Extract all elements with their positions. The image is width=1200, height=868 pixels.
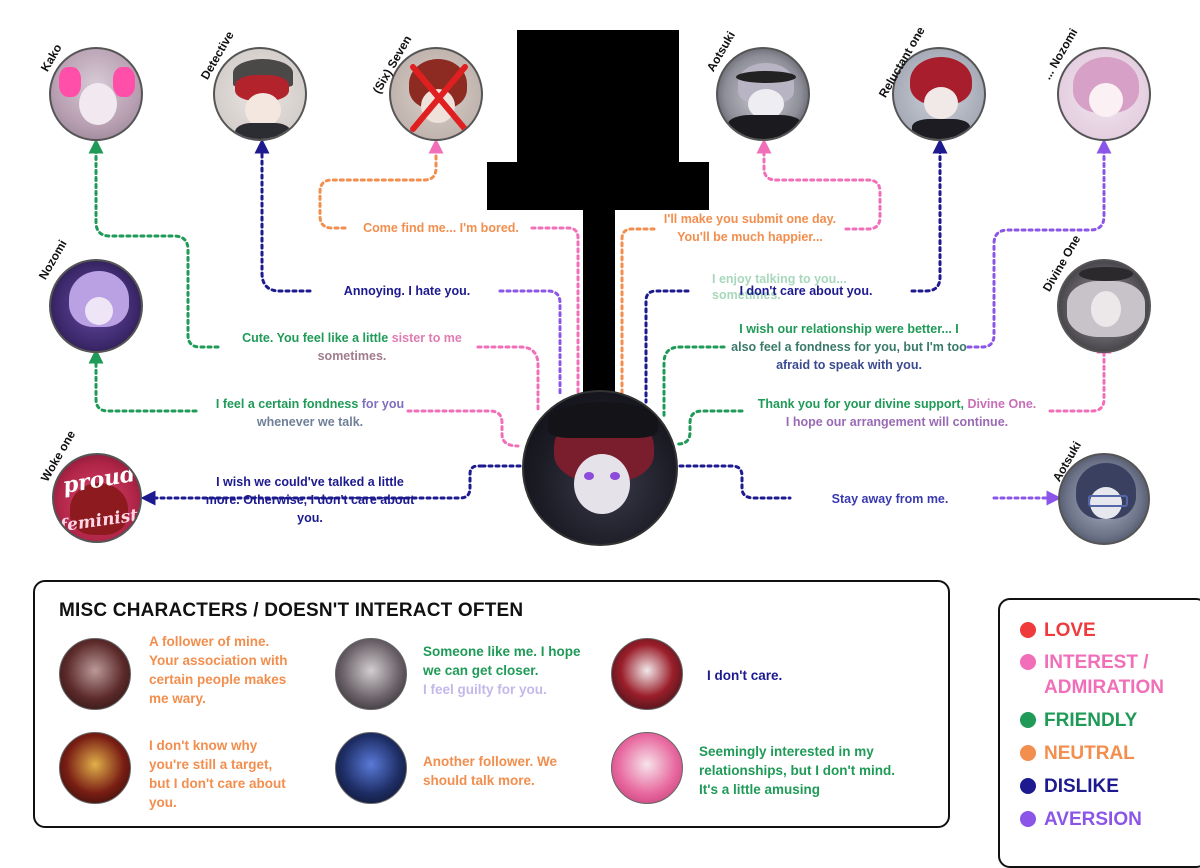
misc-text-3: I don't care. — [707, 668, 783, 683]
misc-avatar-6 — [611, 732, 683, 804]
msg-kako: Cute. You feel like a little sister to m… — [242, 331, 462, 363]
legend-love-dot — [1020, 622, 1036, 638]
center-line-kako — [476, 345, 540, 412]
line-detective — [254, 138, 312, 293]
line-nozomi-left — [88, 348, 198, 413]
misc-text-1: A follower of mine.Your association with… — [149, 634, 288, 706]
msg-nozomi-left: I feel a certain fondness for you whenev… — [215, 397, 405, 429]
center-line-detective — [498, 289, 562, 398]
red-x-icon — [410, 64, 468, 132]
line-aotsuki-top — [756, 138, 882, 231]
woke-avatar: proud feminist — [52, 453, 142, 543]
nozomi-left-avatar — [49, 259, 143, 353]
center-line-six — [530, 226, 580, 397]
kako-avatar — [49, 47, 143, 141]
msg-reluctant: I don't care about you. — [739, 284, 873, 298]
legend-dislike: DISLIKE — [1020, 774, 1119, 799]
reluctant-avatar — [892, 47, 986, 141]
misc-avatar-4 — [59, 732, 131, 804]
msg-aotsuki-top: I'll make you submit one day. You'll be … — [663, 212, 837, 244]
msg-nozomi-top: I wish our relationship were better... I… — [731, 322, 967, 372]
center-avatar — [522, 390, 678, 546]
legend-aversion: AVERSION — [1020, 807, 1142, 832]
legend-aversion-dot — [1020, 811, 1036, 827]
line-reluctant — [910, 138, 948, 293]
misc-avatar-3 — [611, 638, 683, 710]
msg-six-seven: Come find me... I'm bored. — [363, 221, 519, 235]
line-kako — [88, 138, 220, 349]
center-line-divine — [676, 409, 744, 446]
msg-reluctant-overlay: I enjoy talking to you... sometimes. — [712, 272, 847, 302]
msg-detective: Annoying. I hate you. — [343, 284, 471, 298]
legend-interest-dot — [1020, 654, 1036, 670]
line-woke — [140, 464, 484, 506]
hat-mask-stem — [583, 210, 615, 400]
legend-friendly: FRIENDLY — [1020, 708, 1137, 733]
hat-mask-brim — [487, 162, 709, 210]
divine-avatar — [1057, 259, 1151, 353]
line-six-seven — [318, 138, 444, 230]
line-divine — [1048, 338, 1112, 413]
msg-woke: I wish we could've talked a little more.… — [205, 475, 415, 525]
legend-neutral-dot — [1020, 745, 1036, 761]
six-seven-avatar — [389, 47, 483, 141]
center-line-nozomi-left — [406, 409, 520, 448]
legend-love: LOVE — [1020, 618, 1096, 643]
nozomi-top-avatar — [1057, 47, 1151, 141]
hat-mask-top — [517, 30, 679, 162]
misc-avatar-5 — [335, 732, 407, 804]
msg-aotsuki-right: Stay away from me. — [831, 492, 949, 506]
misc-avatar-1 — [59, 638, 131, 710]
center-line-aotsuki — [620, 227, 656, 397]
aotsuki-top-avatar — [716, 47, 810, 141]
center-line-nozomi-top — [662, 345, 726, 420]
msg-divine: Thank you for your divine support, Divin… — [757, 397, 1037, 429]
misc-title: MISC CHARACTERS / DOESN'T INTERACT OFTEN — [59, 600, 524, 621]
legend-panel: LOVE INTEREST /ADMIRATION FRIENDLY NEUTR… — [998, 598, 1200, 868]
aotsuki-right-avatar — [1058, 453, 1150, 545]
legend-friendly-dot — [1020, 712, 1036, 728]
detective-avatar — [213, 47, 307, 141]
legend-interest: INTEREST /ADMIRATION — [1020, 650, 1164, 700]
center-line-reluctant — [644, 289, 690, 404]
line-nozomi-top — [966, 138, 1112, 349]
misc-avatar-2 — [335, 638, 407, 710]
legend-neutral: NEUTRAL — [1020, 741, 1135, 766]
center-line-aotsuki-right — [678, 464, 792, 500]
legend-dislike-dot — [1020, 778, 1036, 794]
misc-characters-panel: MISC CHARACTERS / DOESN'T INTERACT OFTEN… — [33, 580, 950, 828]
